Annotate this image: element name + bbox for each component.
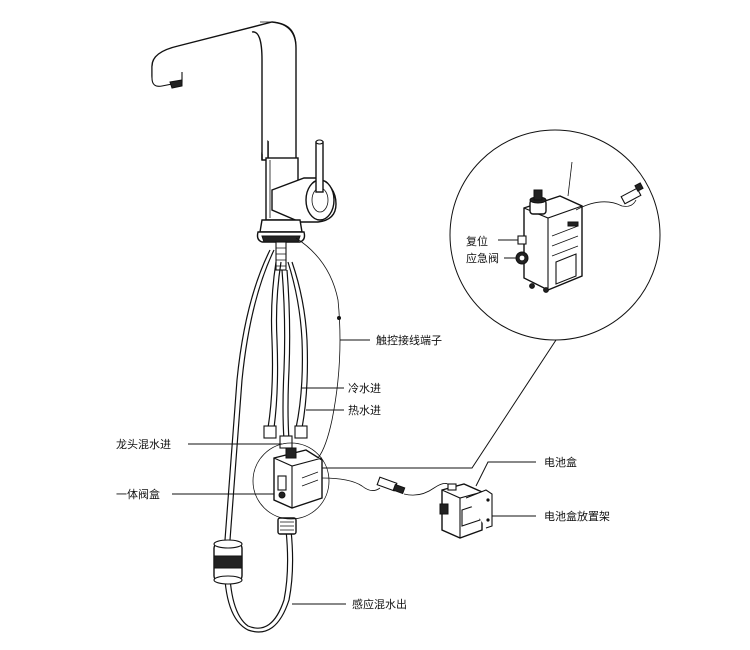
label-battery-box: 电池盒 [544,455,577,469]
supply-hoses [223,237,341,633]
label-sensor-mix-out: 感应混水出 [352,597,407,611]
label-touch-terminal: 触控接线端子 [376,333,442,347]
label-faucet-mix-in: 龙头混水进 [116,438,171,451]
label-cold-in: 冷水进 [348,382,381,395]
battery-cable [321,476,451,496]
leader-lines [172,239,536,605]
label-hot-in: 热水进 [348,404,381,417]
detail-magnifier [322,129,661,469]
label-battery-rack: 电池盒放置架 [544,509,610,523]
faucet-body [256,139,337,243]
battery-rack [465,489,493,529]
label-valve-box: 一体阀盒 [116,487,160,501]
faucet-spout [151,21,297,161]
valve-box [252,442,330,520]
hose-connector [277,517,297,535]
label-reset: 复位 [466,234,488,248]
inline-sensor [213,539,243,585]
label-emergency-valve: 应急阀 [466,251,499,265]
